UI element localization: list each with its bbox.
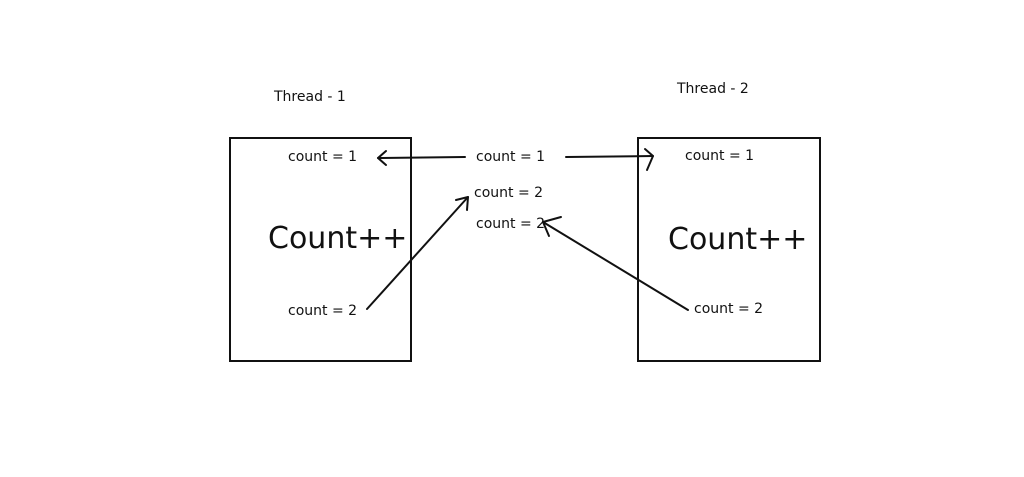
thread1-write-value: count = 2 bbox=[288, 303, 358, 319]
shared-initial-value: count = 1 bbox=[476, 149, 546, 165]
thread2-box bbox=[637, 137, 821, 362]
thread1-read-value: count = 1 bbox=[288, 149, 358, 165]
arrow-thread2-write-to-shared bbox=[542, 216, 689, 311]
shared-write-from-thread2: count = 2 bbox=[476, 216, 546, 232]
thread1-title: Thread - 1 bbox=[274, 89, 346, 105]
thread2-title: Thread - 2 bbox=[677, 81, 749, 97]
arrow-shared-to-thread1-read bbox=[377, 150, 466, 166]
arrow-shared-to-thread2-read bbox=[565, 148, 654, 171]
thread2-write-value: count = 2 bbox=[694, 301, 764, 317]
thread1-box bbox=[229, 137, 412, 362]
thread2-operation: Count++ bbox=[668, 222, 808, 257]
thread1-operation: Count++ bbox=[268, 221, 408, 256]
thread2-read-value: count = 1 bbox=[685, 148, 755, 164]
arrow-thread1-write-to-shared bbox=[366, 196, 469, 310]
shared-write-from-thread1: count = 2 bbox=[474, 185, 544, 201]
